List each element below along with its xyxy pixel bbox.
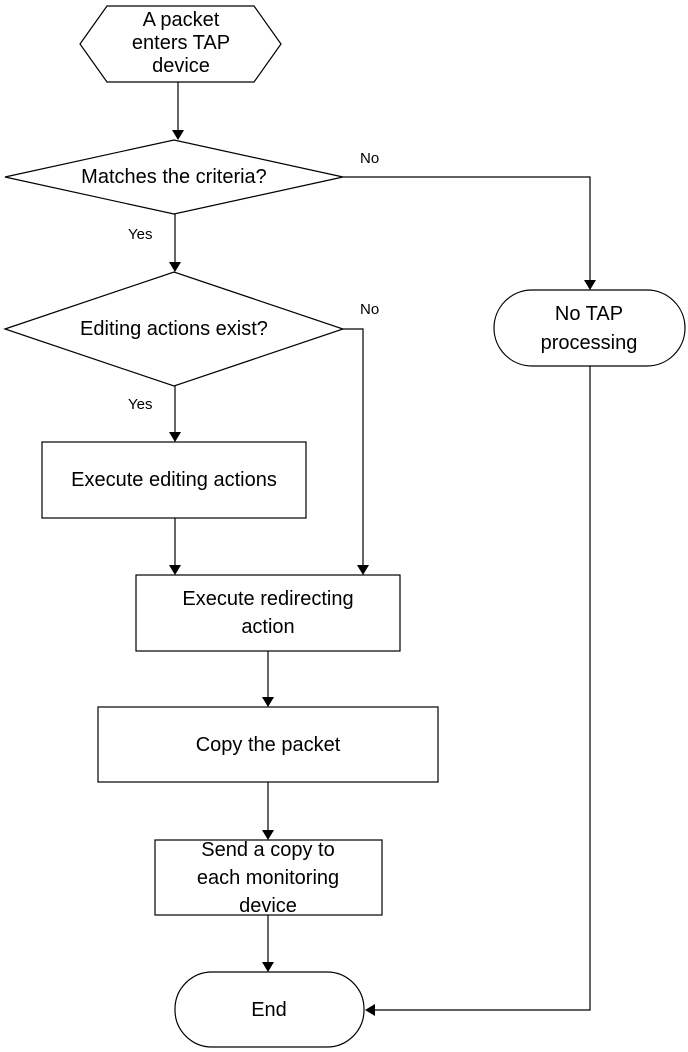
node-decision-editing: Editing actions exist? — [3, 271, 345, 387]
edge-criteria-yes-to-editing: Yes — [128, 214, 181, 272]
node-send-copy-line-3: device — [239, 895, 297, 917]
edge-send-to-end — [262, 915, 274, 972]
node-start-line-3: device — [152, 55, 210, 77]
node-end: End — [174, 971, 365, 1048]
edge-no-tap-to-end — [365, 366, 591, 1016]
node-decision-editing-text: Editing actions exist? — [80, 318, 268, 340]
edge-criteria-no-to-no-tap: No — [343, 150, 596, 290]
node-send-copy: Send a copy to each monitoring device — [154, 839, 383, 917]
node-start: A packet enters TAP device — [79, 5, 282, 83]
edge-editing-yes-to-execute-editing: Yes — [128, 386, 181, 442]
edge-label-editing-yes: Yes — [128, 396, 152, 413]
node-decision-criteria: Matches the criteria? — [4, 139, 344, 215]
node-decision-criteria-text: Matches the criteria? — [81, 166, 267, 188]
node-no-tap-line-2: processing — [541, 332, 638, 354]
node-start-line-1: A packet — [143, 9, 220, 31]
node-execute-redirecting-line-2: action — [241, 616, 294, 638]
edge-redirecting-to-copy — [262, 651, 274, 707]
edge-execute-editing-to-redirecting — [169, 518, 181, 575]
node-no-tap-line-1: No TAP — [555, 303, 623, 325]
edge-start-to-criteria — [172, 82, 184, 140]
node-end-text: End — [251, 999, 287, 1021]
edge-label-editing-no: No — [360, 301, 379, 318]
node-start-line-2: enters TAP — [132, 32, 230, 54]
node-no-tap: No TAP processing — [493, 289, 686, 367]
node-send-copy-line-1: Send a copy to — [201, 839, 334, 861]
edge-label-criteria-yes: Yes — [128, 226, 152, 243]
edge-label-criteria-no: No — [360, 150, 379, 167]
node-copy-packet: Copy the packet — [97, 706, 439, 783]
node-send-copy-line-2: each monitoring — [197, 867, 339, 889]
node-execute-redirecting: Execute redirecting action — [135, 574, 401, 652]
node-copy-packet-text: Copy the packet — [196, 734, 341, 756]
node-execute-redirecting-line-1: Execute redirecting — [182, 588, 353, 610]
edge-editing-no-to-redirecting: No — [343, 301, 379, 575]
node-execute-editing: Execute editing actions — [41, 441, 307, 519]
node-execute-editing-text: Execute editing actions — [71, 469, 277, 491]
edge-copy-to-send — [262, 782, 274, 840]
